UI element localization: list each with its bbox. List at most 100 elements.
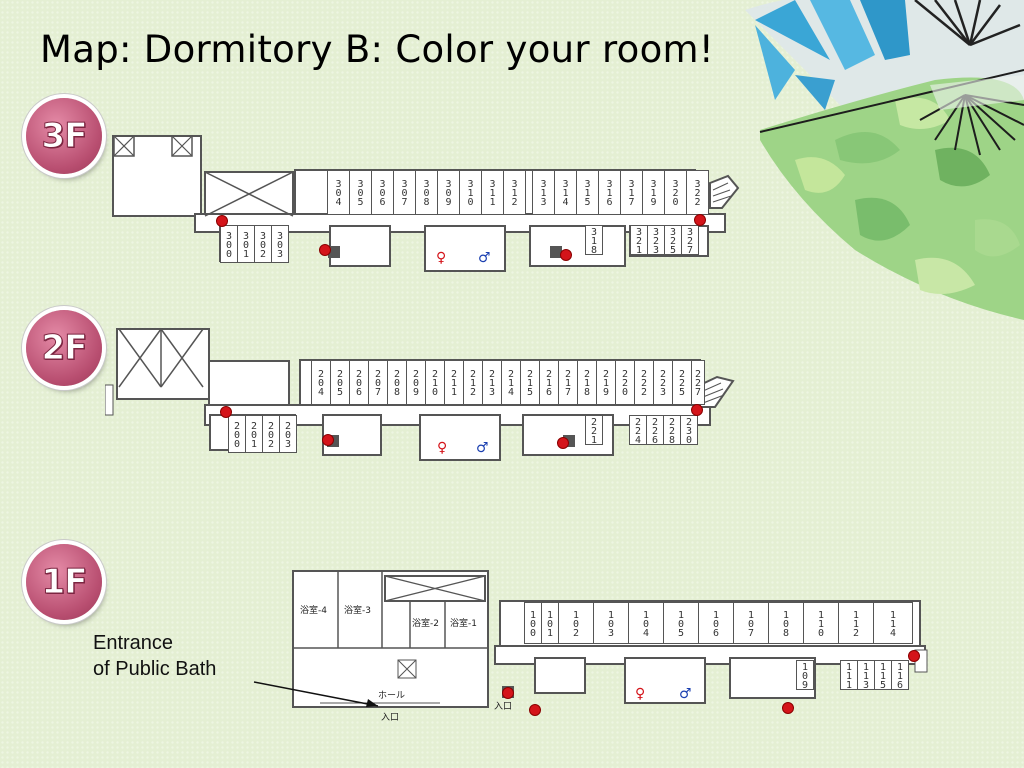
room-cell: 327 (681, 225, 699, 255)
room-cell: 323 (647, 225, 665, 255)
floor-badge-2f: 2F (26, 310, 102, 386)
room-cell: 115 (874, 660, 892, 690)
room-cell: 309 (437, 170, 460, 215)
toilet-female-icon: ♀ (437, 440, 448, 456)
room-cell: 216 (539, 360, 559, 405)
room-cell: 108 (768, 602, 804, 644)
floor-badge-3f: 3F (26, 98, 102, 174)
annotation-entrance: Entrance of Public Bath (93, 632, 217, 680)
room-cell: 203 (279, 415, 297, 453)
room-cell: 116 (891, 660, 909, 690)
fire-extinguisher-icon (220, 406, 232, 418)
bath-room-label: 浴室-2 (412, 619, 439, 629)
room-cell: 325 (664, 225, 682, 255)
floor-badge-1f: 1F (26, 544, 102, 620)
room-cell: 209 (406, 360, 426, 405)
room-cell: 230 (680, 415, 698, 445)
room-cell: 214 (501, 360, 521, 405)
fire-extinguisher-icon (782, 702, 794, 714)
room-cell: 317 (620, 170, 643, 215)
page-title: Map: Dormitory B: Color your room! (40, 28, 715, 71)
room-cell: 217 (558, 360, 578, 405)
room-cell: 215 (520, 360, 540, 405)
room-cell: 308 (415, 170, 438, 215)
room-cell: 316 (598, 170, 621, 215)
toilet-male-icon: ♂ (476, 440, 489, 456)
room-cell: 212 (463, 360, 483, 405)
room-cell: 303 (271, 225, 289, 263)
bath-room-label: 浴室-1 (450, 619, 477, 629)
fire-extinguisher-icon (560, 249, 572, 261)
room-cell: 201 (245, 415, 263, 453)
toilet-female-icon: ♀ (436, 250, 447, 266)
room-cell: 222 (634, 360, 654, 405)
room-cell: 220 (615, 360, 635, 405)
entrance-label: 入口 (381, 713, 400, 723)
fire-extinguisher-icon (529, 704, 541, 716)
room-cell: 223 (653, 360, 673, 405)
room-cell: 312 (503, 170, 526, 215)
room-cell: 206 (349, 360, 369, 405)
room-cell: 104 (628, 602, 664, 644)
annotation-arrow (253, 681, 379, 707)
room-cell: 110 (803, 602, 839, 644)
room-cell: 301 (237, 225, 255, 263)
room-cell: 101 (541, 602, 559, 644)
toilet-male-icon: ♂ (478, 250, 491, 266)
room-cell: 304 (327, 170, 350, 215)
room-cell: 202 (262, 415, 280, 453)
room-cell: 103 (593, 602, 629, 644)
room-cell: 102 (558, 602, 594, 644)
room-cell: 226 (646, 415, 664, 445)
room-cell: 313 (532, 170, 555, 215)
room-cell: 225 (672, 360, 692, 405)
fire-extinguisher-icon (691, 404, 703, 416)
room-cell: 307 (393, 170, 416, 215)
fire-extinguisher-icon (216, 215, 228, 227)
room-cell: 318 (585, 225, 603, 255)
room-cell: 302 (254, 225, 272, 263)
room-cell: 100 (524, 602, 542, 644)
room-cell: 221 (585, 415, 603, 445)
room-cell: 314 (554, 170, 577, 215)
room-cell: 311 (481, 170, 504, 215)
fire-extinguisher-icon (502, 687, 514, 699)
toilet-male-icon: ♂ (679, 686, 692, 702)
room-cell: 300 (220, 225, 238, 263)
room-cell: 200 (228, 415, 246, 453)
room-cell: 114 (873, 602, 913, 644)
room-cell: 322 (686, 170, 709, 215)
room-cell: 306 (371, 170, 394, 215)
room-cell: 218 (577, 360, 597, 405)
entrance-label-2: 入口 (494, 702, 513, 712)
fire-extinguisher-icon (908, 650, 920, 662)
room-cell: 310 (459, 170, 482, 215)
room-cell: 211 (444, 360, 464, 405)
room-cell: 112 (838, 602, 874, 644)
room-cell: 113 (857, 660, 875, 690)
room-cell: 210 (425, 360, 445, 405)
room-cell: 107 (733, 602, 769, 644)
room-cell: 111 (840, 660, 858, 690)
room-cell: 320 (664, 170, 687, 215)
room-cell: 207 (368, 360, 388, 405)
room-cell: 109 (796, 660, 814, 690)
room-cell: 205 (330, 360, 350, 405)
room-cell: 219 (596, 360, 616, 405)
fire-extinguisher-icon (557, 437, 569, 449)
room-cell: 208 (387, 360, 407, 405)
fire-extinguisher-icon (319, 244, 331, 256)
room-cell: 224 (629, 415, 647, 445)
room-cell: 204 (311, 360, 331, 405)
room-cell: 319 (642, 170, 665, 215)
fire-extinguisher-icon (694, 214, 706, 226)
room-cell: 227 (691, 360, 705, 405)
room-cell: 106 (698, 602, 734, 644)
room-cell: 228 (663, 415, 681, 445)
fire-extinguisher-icon (322, 434, 334, 446)
bath-room-label: 浴室-4 (300, 606, 327, 616)
hall-label: ホール (378, 691, 406, 701)
room-cell: 213 (482, 360, 502, 405)
bath-room-label: 浴室-3 (344, 606, 371, 616)
folding-fan-icon (745, 0, 1024, 320)
